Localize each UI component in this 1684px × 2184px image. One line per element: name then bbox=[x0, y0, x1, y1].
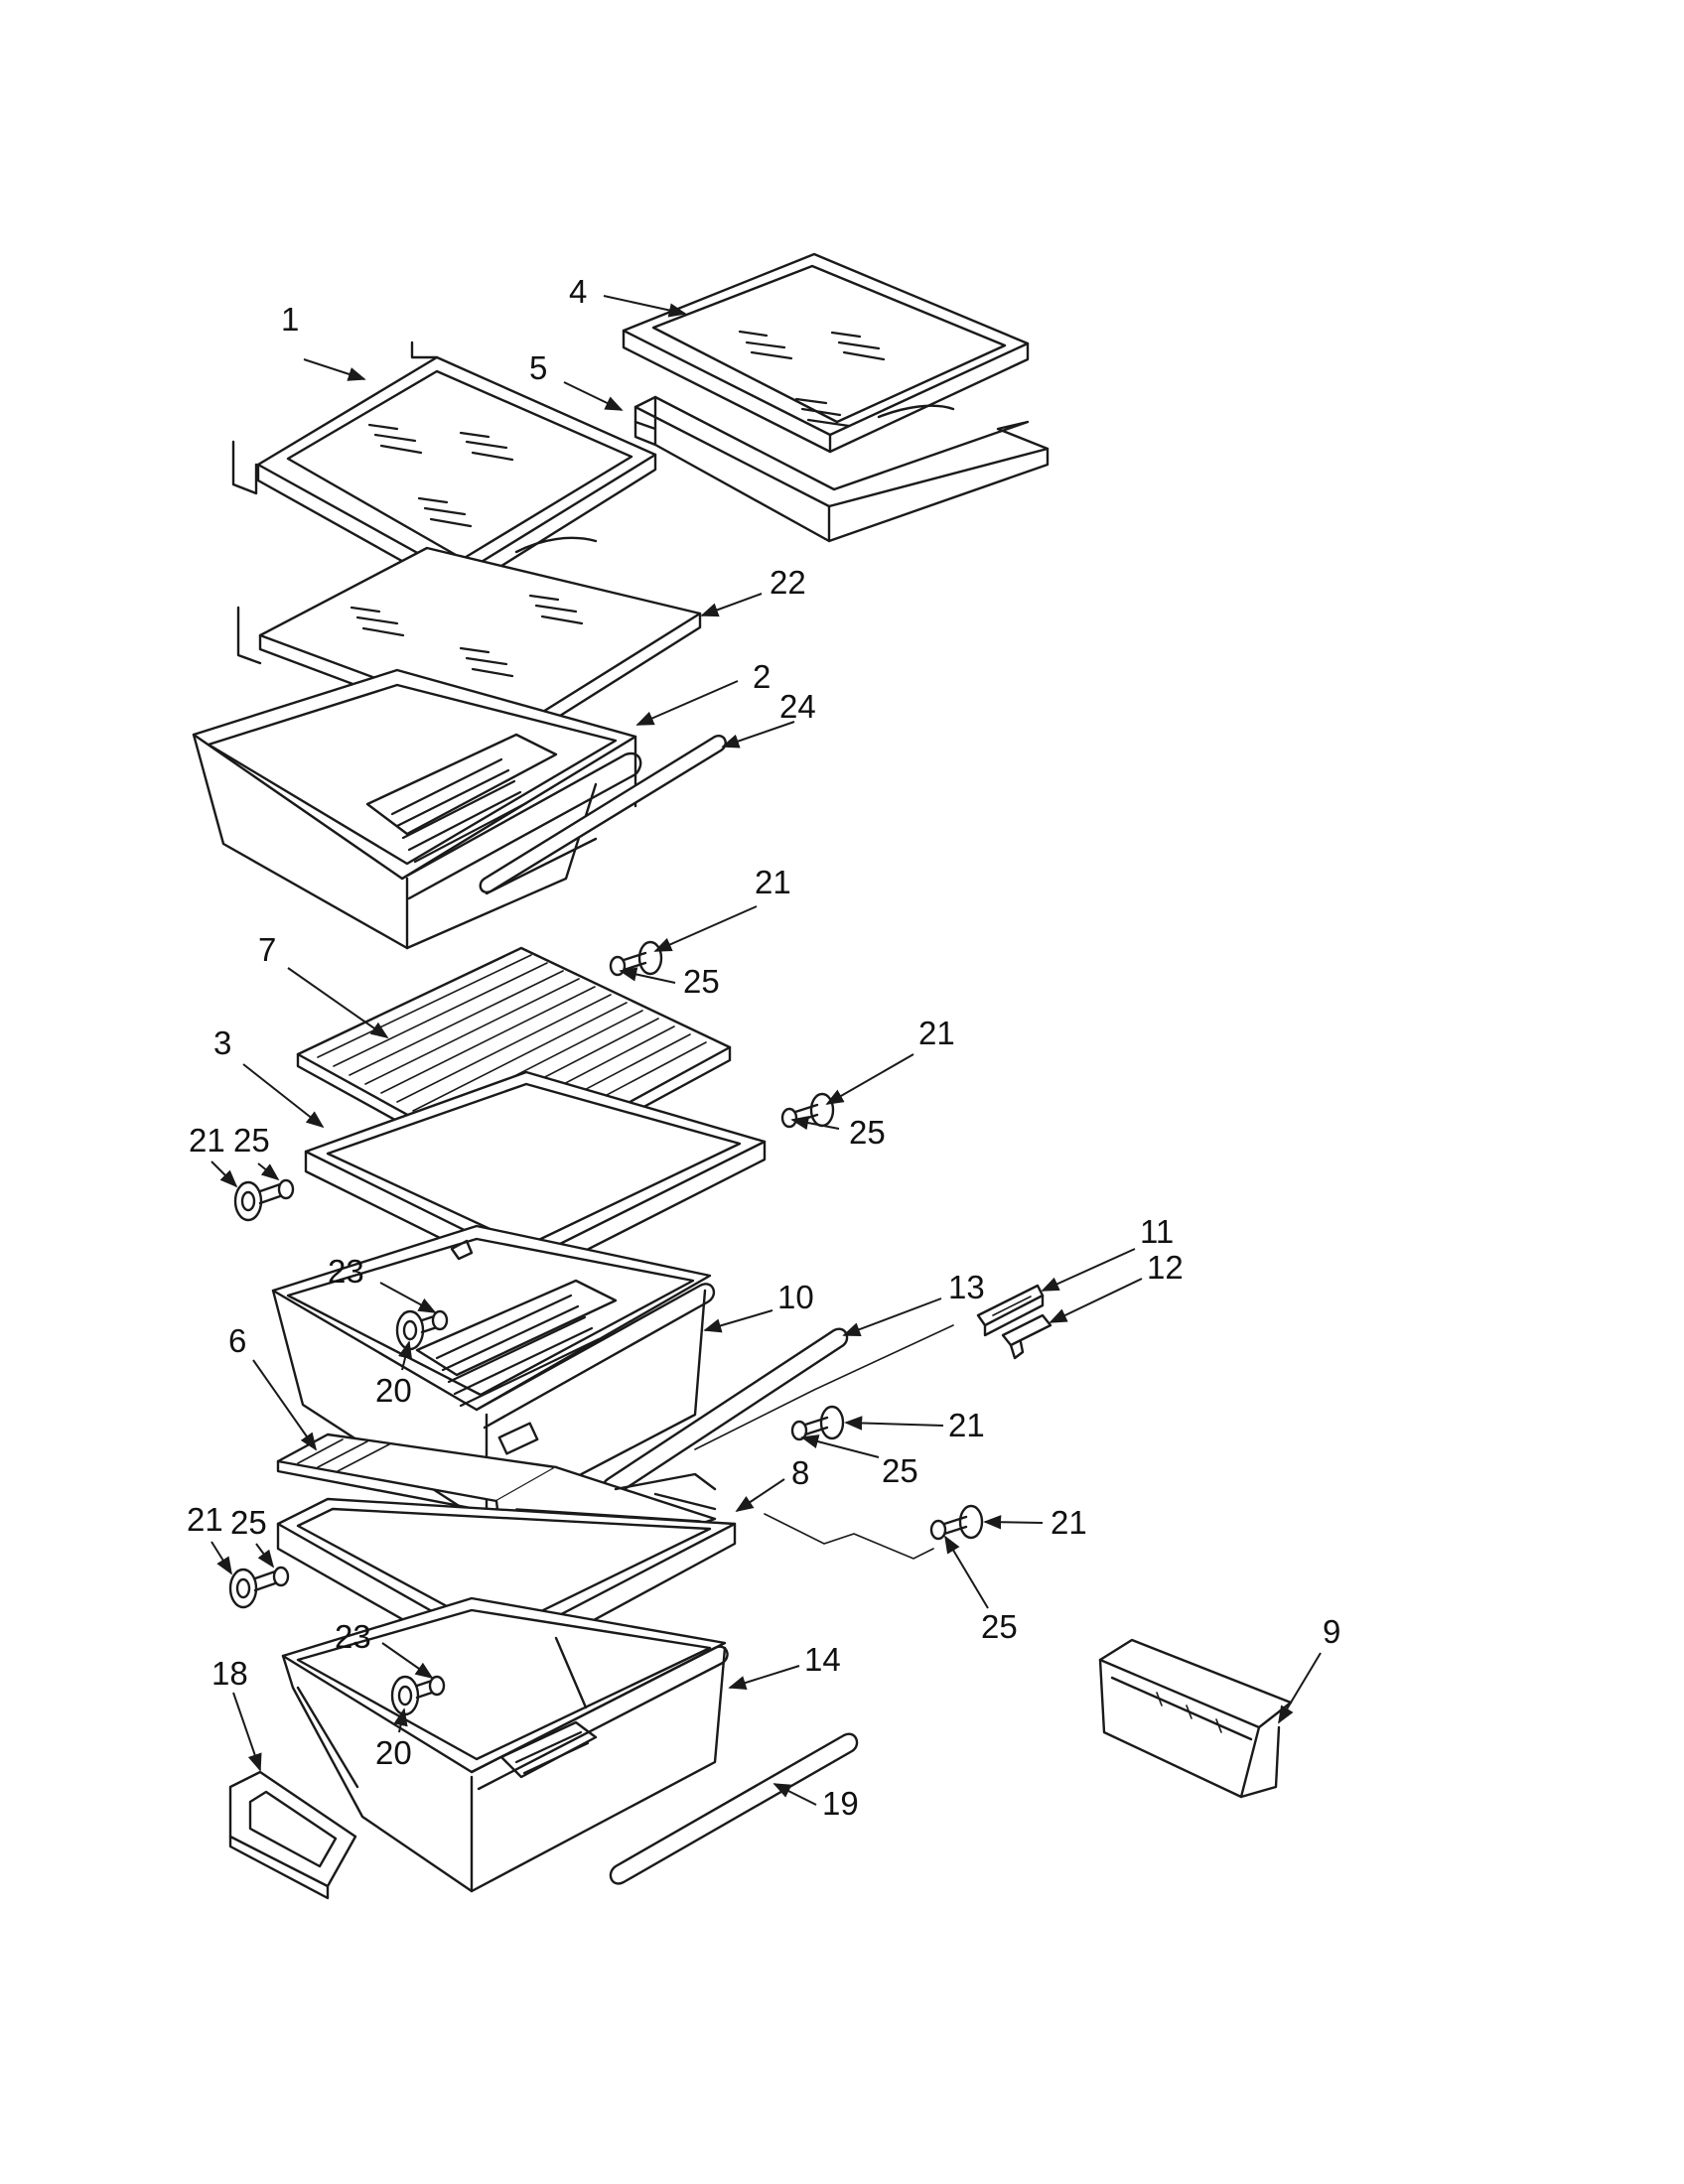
callout-11: 11 bbox=[1140, 1213, 1174, 1250]
part-11-bracket bbox=[976, 1284, 1045, 1337]
part-5-shelf-frame-right bbox=[633, 395, 1050, 543]
part-7-crisper-cover-glass bbox=[296, 946, 732, 1183]
callout-19: 19 bbox=[822, 1785, 859, 1822]
callout-25e: 25 bbox=[981, 1608, 1018, 1645]
part-3-cover-frame bbox=[304, 1070, 767, 1283]
wheel-assembly-lower-right-a bbox=[790, 1405, 845, 1441]
wheel-assembly-upper-top bbox=[609, 940, 663, 977]
callout-8: 8 bbox=[791, 1454, 809, 1491]
callout-22: 22 bbox=[770, 564, 806, 601]
part-19-drawer-trim bbox=[609, 1732, 859, 1885]
callout-13: 13 bbox=[948, 1269, 985, 1305]
callout-9: 9 bbox=[1323, 1613, 1340, 1650]
callout-23a: 23 bbox=[328, 1253, 364, 1290]
part-1-glass-shelf-left bbox=[231, 341, 657, 595]
wheel-assembly-lower-right-b bbox=[929, 1504, 984, 1541]
callout-18: 18 bbox=[211, 1655, 248, 1692]
connector-line-lower-right bbox=[764, 1513, 934, 1560]
callout-6: 6 bbox=[228, 1322, 246, 1359]
callout-21e: 21 bbox=[1051, 1504, 1087, 1541]
part-9-storage-bin bbox=[1098, 1638, 1293, 1799]
callout-1: 1 bbox=[281, 301, 299, 338]
callout-4: 4 bbox=[569, 273, 587, 310]
part-13-drawer-trim bbox=[601, 1327, 849, 1498]
callout-12: 12 bbox=[1147, 1249, 1184, 1286]
part-12-bracket bbox=[1001, 1313, 1052, 1360]
callout-24: 24 bbox=[779, 688, 816, 725]
wheel-assembly-lower-left bbox=[228, 1566, 290, 1609]
callout-21b: 21 bbox=[918, 1015, 955, 1051]
callout-25d: 25 bbox=[882, 1452, 918, 1489]
callout-25a: 25 bbox=[683, 963, 720, 1000]
part-14-crisper-drawer-bottom bbox=[281, 1596, 729, 1893]
callout-25f: 25 bbox=[230, 1504, 267, 1541]
callout-20a: 20 bbox=[375, 1372, 412, 1409]
callout-21a: 21 bbox=[755, 864, 791, 900]
callout-21d: 21 bbox=[948, 1407, 985, 1443]
callout-21c: 21 bbox=[189, 1122, 225, 1159]
callout-7: 7 bbox=[258, 931, 276, 968]
callout-3: 3 bbox=[213, 1024, 231, 1061]
part-2-crisper-drawer-top bbox=[192, 668, 642, 950]
part-4-glass-shelf-right bbox=[622, 252, 1030, 454]
callout-20b: 20 bbox=[375, 1734, 412, 1771]
part-24-drawer-trim bbox=[479, 735, 727, 893]
callout-25b: 25 bbox=[849, 1114, 886, 1151]
callout-14: 14 bbox=[804, 1641, 841, 1678]
callout-21f: 21 bbox=[187, 1501, 223, 1538]
callout-23b: 23 bbox=[335, 1618, 371, 1655]
part-18-label-card bbox=[228, 1770, 357, 1900]
callout-10: 10 bbox=[777, 1279, 814, 1315]
connector-line-part-13 bbox=[694, 1324, 954, 1450]
leader-arrows bbox=[210, 295, 1322, 1806]
callout-5: 5 bbox=[529, 349, 547, 386]
wheel-assembly-upper-left bbox=[233, 1178, 295, 1222]
callout-2: 2 bbox=[753, 658, 771, 695]
callout-25c: 25 bbox=[233, 1122, 270, 1159]
callout-labels: 1 2 3 4 5 6 7 8 9 10 11 12 13 14 18 19 2… bbox=[187, 273, 1340, 1822]
